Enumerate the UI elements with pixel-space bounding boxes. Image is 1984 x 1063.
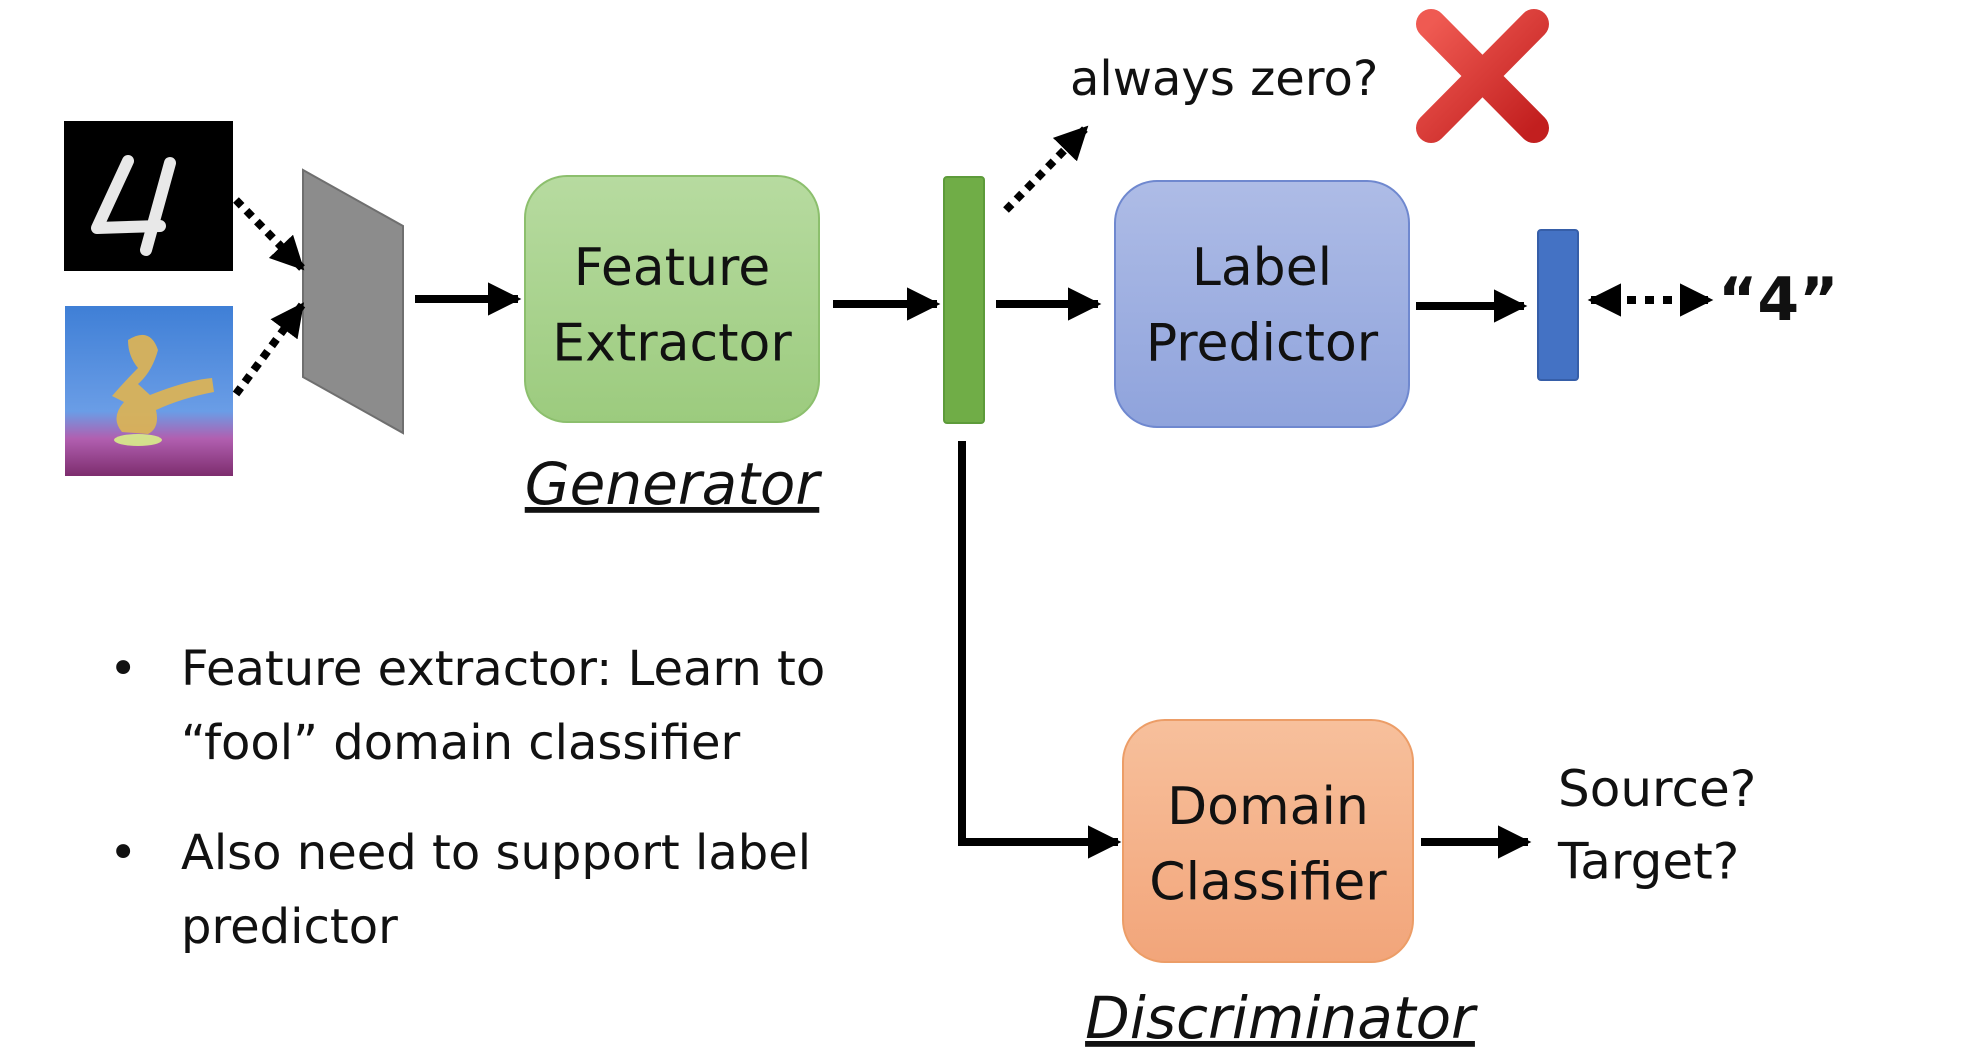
colored-digit-image-icon	[65, 306, 233, 476]
output-label-text: “4”	[1718, 265, 1839, 335]
label-predictor-box	[1114, 180, 1410, 428]
text-line: Feature	[574, 238, 771, 298]
input-layer-icon	[302, 168, 404, 435]
generator-caption: Generator	[525, 450, 823, 518]
text-line: Classifier	[1149, 852, 1387, 912]
text-line: Domain	[1167, 777, 1369, 837]
always-zero-arrow	[1003, 125, 1089, 213]
bullet-list: Feature extractor: Learn to “fool” domai…	[105, 632, 865, 1000]
text-line: Target?	[1557, 833, 1739, 891]
domain-classifier-box	[1122, 719, 1414, 963]
feature-extractor-box	[524, 175, 820, 423]
bullet-item: Feature extractor: Learn to “fool” domai…	[105, 632, 865, 780]
label-output-bar	[1537, 229, 1579, 381]
feature-vector-bar	[943, 176, 985, 424]
text-line: Label	[1192, 238, 1332, 298]
bullet-item: Also need to support label predictor	[105, 816, 865, 964]
domain-output-text: Source? Target?	[1557, 760, 1756, 891]
always-zero-text: always zero?	[1070, 51, 1378, 107]
text-line: Extractor	[552, 313, 792, 373]
input-arrow-top	[233, 197, 305, 271]
discriminator-caption: Discriminator	[1085, 984, 1478, 1052]
text-line: Source?	[1558, 760, 1756, 818]
red-x-icon	[1416, 9, 1549, 143]
arrow-feature-to-domain-classifier	[958, 441, 1122, 859]
input-arrow-bottom	[232, 302, 306, 397]
text-line: Predictor	[1146, 313, 1379, 373]
mnist-digit-image-icon	[64, 121, 233, 271]
